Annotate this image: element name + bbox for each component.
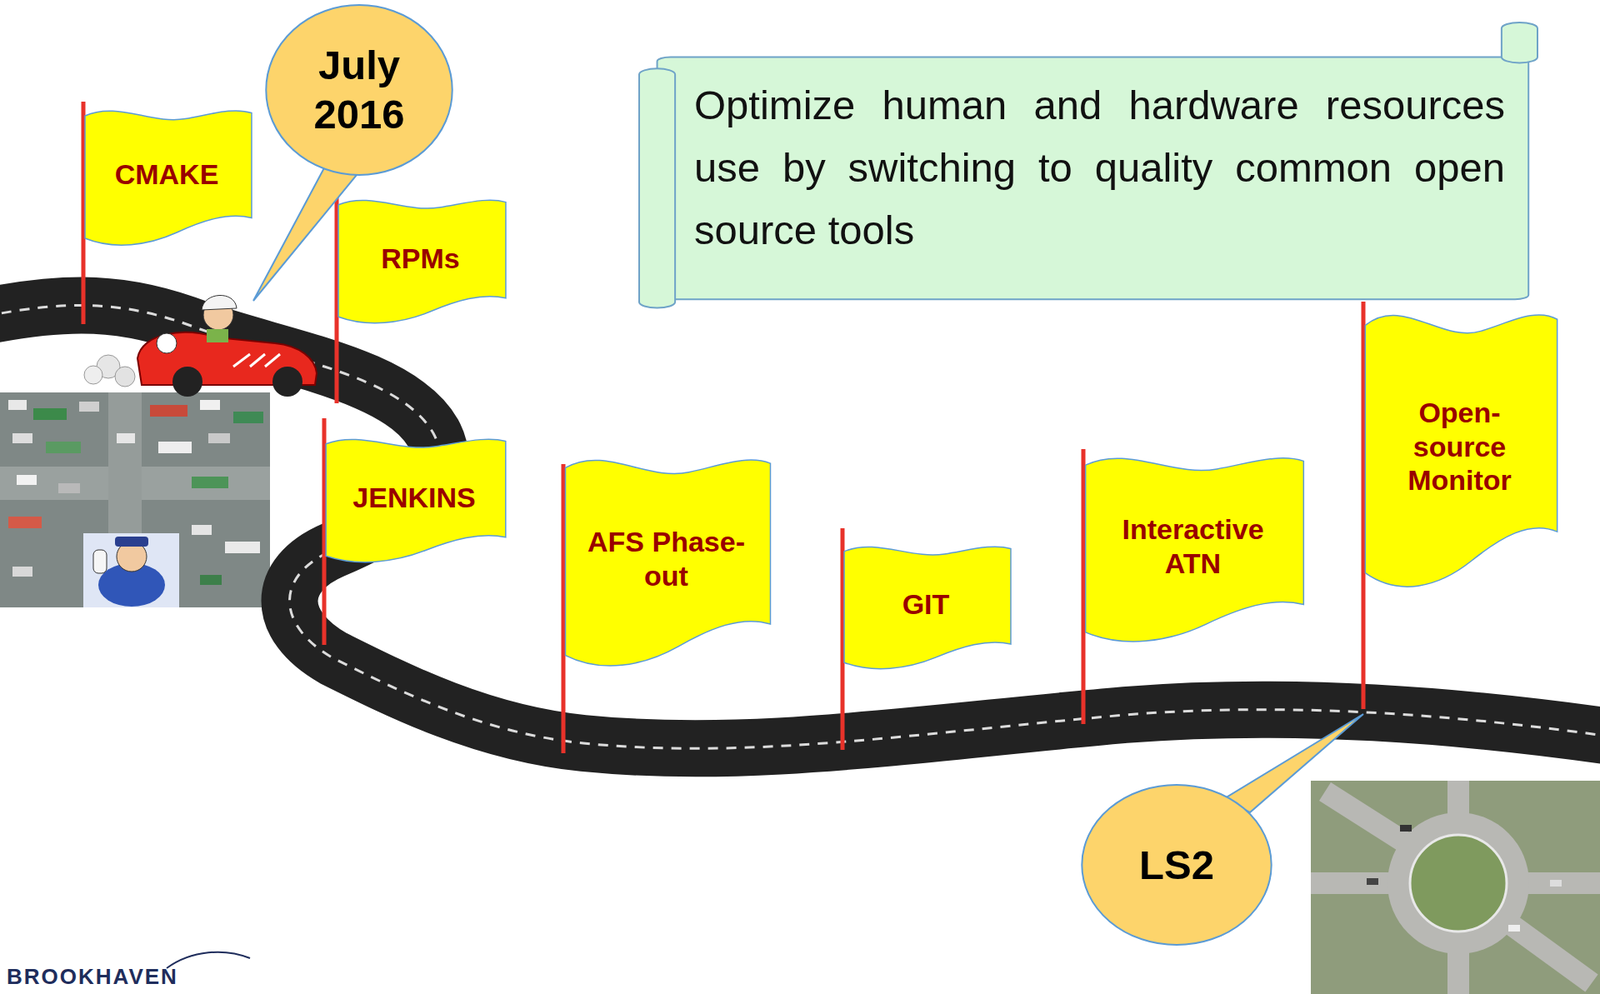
photo-bus [45, 441, 81, 454]
scroll-shape [639, 22, 1538, 309]
car-stripes [233, 354, 280, 367]
flag-pole [561, 464, 566, 754]
goal-text: Optimize human and hardware resources us… [694, 74, 1505, 262]
roundabout-ring [1387, 812, 1530, 955]
ellipse-outline [264, 3, 455, 177]
scroll-part [639, 68, 675, 308]
exhaust-puff [115, 366, 135, 387]
flag-shape [325, 439, 506, 562]
node-label: CMAKE [115, 157, 220, 192]
photo-car [1366, 878, 1379, 885]
photo-bus [150, 405, 188, 417]
traffic-photo [0, 392, 270, 608]
photo-bus [33, 408, 67, 420]
node-label: Interactive ATN [1107, 512, 1279, 581]
roundabout-photo [1310, 780, 1600, 994]
photo-car [200, 575, 222, 585]
milestone-flag: Interactive ATN [1083, 449, 1306, 649]
photo-bus [225, 541, 260, 554]
photo-roads [1310, 780, 1600, 994]
photo-car [12, 433, 33, 444]
photo-bus [8, 516, 42, 529]
callout-tail [1225, 714, 1364, 813]
node-label: AFS Phase-out [587, 525, 746, 594]
photo-car [200, 400, 220, 410]
photo-car [79, 401, 100, 412]
node-label: Open- source Monitor [1397, 395, 1523, 498]
goal-scroll: Optimize human and hardware resources us… [639, 22, 1538, 311]
logo-swoosh [166, 952, 250, 969]
exhaust-puff [84, 365, 103, 385]
photo-car [191, 525, 212, 535]
photo-bus [158, 441, 192, 454]
scroll-part [657, 57, 1530, 300]
photo-car [116, 433, 135, 444]
milestone-flag: JENKINS [324, 433, 508, 567]
photo-car [58, 483, 80, 494]
photo-car [16, 475, 37, 485]
flag-shape [338, 200, 506, 323]
node-label: JENKINS [352, 480, 475, 515]
milestone-flag: GIT [842, 540, 1013, 674]
node-label: July 2016 [305, 40, 414, 140]
photo-car [1550, 880, 1562, 887]
policeman-cap [115, 536, 149, 547]
car-wheel [272, 366, 303, 397]
flag-shape [565, 460, 771, 666]
node-label: LS2 [1139, 840, 1215, 890]
car-number-disc [156, 333, 177, 354]
flag-pole [1081, 449, 1086, 725]
flag-shape [1365, 315, 1557, 587]
photo-car [8, 400, 27, 410]
photo-car [1508, 925, 1520, 932]
logo-text: BROOKHAVEN [6, 965, 179, 990]
photo-ground [0, 392, 270, 608]
road [0, 305, 1600, 749]
date-callout: July 2016 [264, 3, 455, 177]
photo-ground [1310, 780, 1600, 994]
milestone-flag: CMAKE [83, 104, 254, 250]
road-centerline [0, 305, 1600, 749]
photo-car [1400, 825, 1412, 832]
node-label: RPMs [380, 241, 460, 276]
node-label: GIT [902, 587, 950, 622]
race-car [84, 295, 317, 397]
car-wheel [172, 366, 203, 397]
milestone-flag: Open- source Monitor [1363, 301, 1560, 597]
photo-bus [191, 476, 229, 489]
flag-shape [85, 110, 252, 245]
driver-cap [201, 295, 237, 310]
phase-callout: LS2 [1080, 783, 1274, 947]
ellipse-shape [265, 5, 452, 175]
scroll-part [1501, 22, 1538, 63]
photo-car [208, 433, 230, 444]
milestone-flag: AFS Phase-out [563, 450, 773, 674]
flag-shape [844, 546, 1011, 669]
driver-body [206, 329, 229, 343]
policeman-hand [93, 550, 107, 574]
milestone-flag: RPMs [336, 194, 508, 328]
ellipse-shape [1081, 785, 1271, 945]
flag-shape [1085, 458, 1305, 642]
roundabout-island [1410, 835, 1507, 932]
photo-car [12, 566, 33, 577]
policeman-panel [83, 533, 180, 608]
photo-bus [233, 411, 264, 424]
